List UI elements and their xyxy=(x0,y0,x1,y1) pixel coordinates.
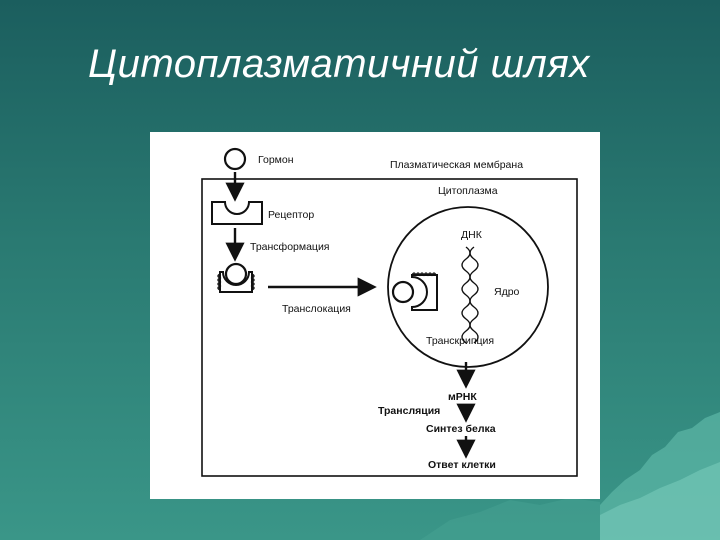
translation-label: Трансляция xyxy=(378,405,440,417)
translocation-label: Транслокация xyxy=(282,303,351,315)
cytoplasm-label: Цитоплазма xyxy=(438,185,498,197)
diagram-canvas: Гормон Рецептор Трансформация Транслокац… xyxy=(150,132,600,499)
dna-helix-icon xyxy=(462,247,478,343)
dna-label: ДНК xyxy=(461,229,483,241)
hormone-receptor-complex-icon xyxy=(218,264,254,292)
nuclear-complex-icon xyxy=(393,273,437,310)
mrna-label: мРНК xyxy=(448,391,477,403)
membrane-label: Плазматическая мембрана xyxy=(390,159,523,171)
signaling-diagram: Гормон Рецептор Трансформация Транслокац… xyxy=(150,132,600,499)
nucleus-label: Ядро xyxy=(494,286,520,298)
receptor-icon xyxy=(212,202,262,224)
protein-synthesis-label: Синтез белка xyxy=(426,423,496,435)
transformation-label: Трансформация xyxy=(250,241,330,253)
hormone-icon xyxy=(225,149,245,169)
receptor-label: Рецептор xyxy=(268,209,314,221)
slide-title: Цитоплазматичний шлях xyxy=(88,42,590,87)
hormone-label: Гормон xyxy=(258,154,294,166)
transcription-label: Транскрипция xyxy=(426,335,494,347)
cell-response-label: Ответ клетки xyxy=(428,459,496,471)
